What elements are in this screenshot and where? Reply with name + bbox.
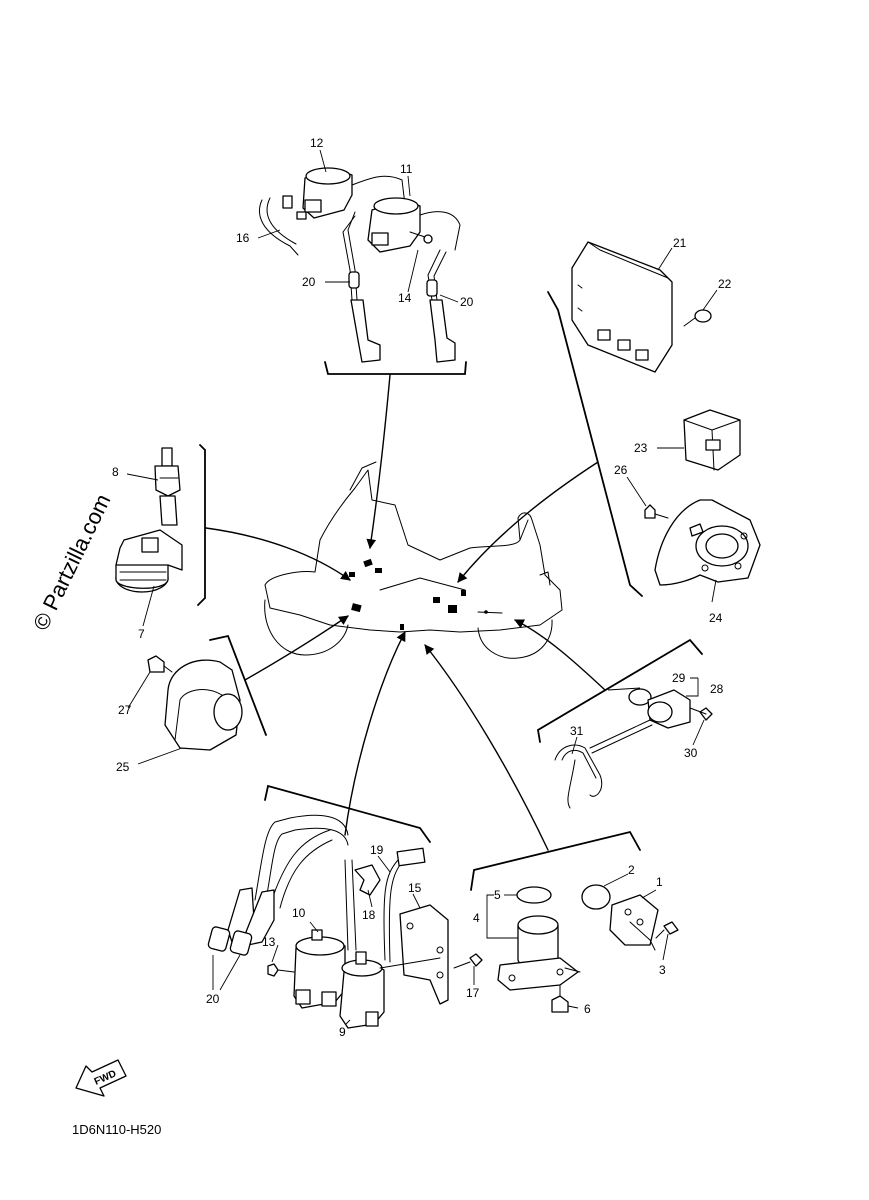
ignition-coil-group-bottom: [207, 814, 483, 1029]
callout-10: 10: [292, 906, 306, 920]
callout-29: 29: [672, 671, 686, 685]
callout-17: 17: [466, 986, 480, 1000]
callout-2: 2: [628, 863, 635, 877]
callout-23: 23: [634, 441, 648, 455]
pump-sensor-group: [497, 884, 679, 1013]
callout-15: 15: [408, 881, 422, 895]
motorcycle-silhouette: [264, 461, 563, 659]
leader-lines: [126, 149, 718, 1025]
callout-19: 19: [370, 843, 384, 857]
diagram-code: 1D6N110-H520: [72, 1122, 161, 1137]
callout-12: 12: [310, 136, 324, 150]
callout-8: 8: [112, 465, 119, 479]
fwd-arrow-icon: FWD: [75, 1059, 127, 1097]
horn-left-group: [147, 655, 243, 751]
callout-4: 4: [473, 911, 480, 925]
callout-28: 28: [710, 682, 724, 696]
callout-5: 5: [494, 888, 501, 902]
callout-1: 1: [656, 875, 663, 889]
callout-21: 21: [673, 236, 687, 250]
callout-9: 9: [339, 1025, 346, 1039]
sensor-group-left: [115, 447, 183, 593]
callout-20-top-left: 20: [302, 275, 316, 289]
callout-labels: 12 11 16 20 14 20 21 22 23 26 24 8 7 27 …: [112, 136, 732, 1039]
callout-24: 24: [709, 611, 723, 625]
watermark-text: © Partzilla.com: [28, 490, 115, 634]
callout-31: 31: [570, 724, 584, 738]
callout-18: 18: [362, 908, 376, 922]
callout-22: 22: [718, 277, 732, 291]
callout-11: 11: [400, 162, 413, 176]
callout-26: 26: [614, 463, 628, 477]
callout-25: 25: [116, 760, 130, 774]
callout-16: 16: [236, 231, 250, 245]
callout-6: 6: [584, 1002, 591, 1016]
callout-13: 13: [262, 935, 276, 949]
callout-27: 27: [118, 703, 132, 717]
group-brackets: [197, 291, 703, 891]
callout-7: 7: [138, 627, 145, 641]
callout-30: 30: [684, 746, 698, 760]
speed-sensor-group: [554, 688, 713, 809]
callout-3: 3: [659, 963, 666, 977]
callout-20-top-right: 20: [460, 295, 474, 309]
callout-20-bottom: 20: [206, 992, 220, 1006]
pointer-lines: [205, 374, 606, 851]
ignition-coil-group-top: [258, 167, 461, 363]
callout-14: 14: [398, 291, 412, 305]
ecu-relay-horn-group: [571, 241, 761, 586]
